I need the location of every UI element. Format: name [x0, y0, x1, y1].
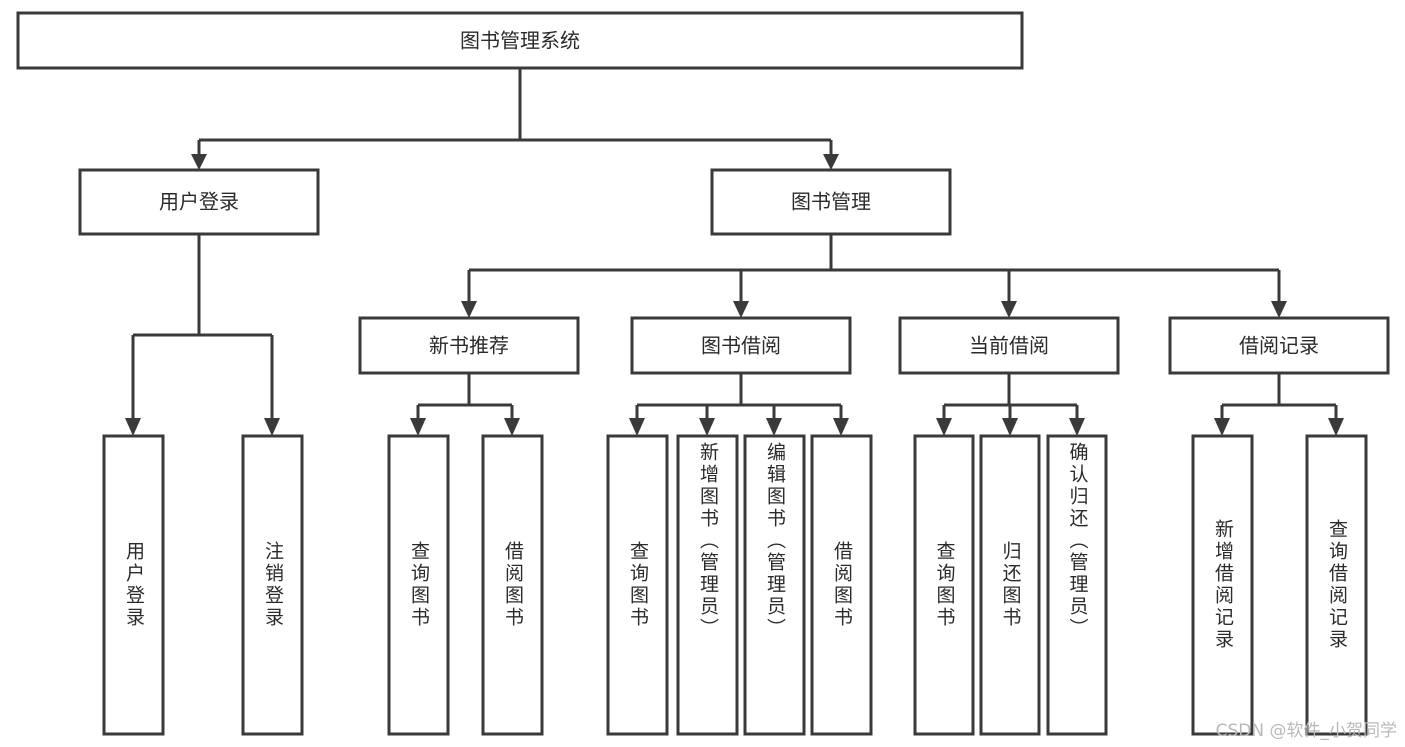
arrowhead-bb-c2: [699, 418, 715, 436]
arrowhead-br-c2: [1328, 418, 1344, 436]
edge-group-root-to-level1: [191, 68, 839, 170]
leaf-rect-cb-1[interactable]: [913, 434, 975, 736]
arrowhead-bb-c1: [629, 418, 645, 436]
leaf-rect-br-1[interactable]: [1191, 434, 1254, 736]
arrowhead-nb-c1: [410, 418, 426, 436]
arrowhead-ul-c2: [264, 418, 280, 436]
node-new-book-recommend-label: 新书推荐: [429, 334, 509, 358]
edge-group-borrow-record-children: [1214, 373, 1344, 436]
edge-group-current-borrow-children: [936, 373, 1085, 436]
node-new-book-recommend[interactable]: 新书推荐: [358, 316, 580, 375]
arrowhead-bb-c3: [766, 418, 782, 436]
node-new-book-recommend-rect[interactable]: [358, 316, 580, 375]
arrowhead-cb-c2: [1002, 418, 1018, 436]
edge-group-book-borrow-children: [629, 373, 849, 436]
leaf-rect-cb-2[interactable]: [979, 434, 1041, 736]
arrowhead-cb-c1: [936, 418, 952, 436]
leaf-rect-bb-4[interactable]: [810, 434, 873, 736]
node-root-label: 图书管理系统: [460, 29, 580, 53]
leaf-rect-bb-2[interactable]: [676, 434, 739, 736]
node-book-borrow-rect[interactable]: [630, 316, 852, 375]
leaf-rect-bb-1[interactable]: [606, 434, 669, 736]
node-current-borrow-label: 当前借阅: [969, 334, 1049, 358]
arrowhead-cb-c3: [1069, 418, 1085, 436]
leaf-rect-ul-1[interactable]: [102, 434, 165, 736]
node-root-rect[interactable]: [16, 11, 1024, 70]
node-borrow-record-rect[interactable]: [1168, 316, 1390, 375]
node-book-borrow[interactable]: 图书借阅: [630, 316, 852, 375]
node-user-login[interactable]: 用户登录: [78, 168, 320, 236]
csdn-watermark: CSDN @软件_小贺同学: [1215, 721, 1397, 741]
node-current-borrow[interactable]: 当前借阅: [898, 316, 1120, 375]
leaf-rect-ul-2[interactable]: [241, 434, 304, 736]
node-current-borrow-rect[interactable]: [898, 316, 1120, 375]
node-book-borrow-label: 图书借阅: [701, 334, 781, 358]
arrowhead-user-login: [191, 154, 207, 170]
node-book-management-label: 图书管理: [791, 190, 871, 214]
node-book-management[interactable]: 图书管理: [710, 168, 952, 236]
edge-group-new-book-children: [410, 373, 520, 436]
node-book-management-rect[interactable]: [710, 168, 952, 236]
leaf-rect-bb-3[interactable]: [743, 434, 806, 736]
node-borrow-record-label: 借阅记录: [1239, 334, 1319, 358]
arrowhead-bm-c2: [733, 301, 749, 318]
arrowhead-br-c1: [1214, 418, 1230, 436]
leaf-rect-nb-1[interactable]: [387, 434, 450, 736]
arrowhead-bm-c4: [1271, 301, 1287, 318]
leaf-rect-group: [102, 434, 1368, 736]
leaf-rect-cb-3[interactable]: [1046, 434, 1108, 736]
arrowhead-nb-c2: [504, 418, 520, 436]
arrowhead-ul-c1: [125, 418, 141, 436]
leaf-rect-nb-2[interactable]: [481, 434, 544, 736]
node-user-login-label: 用户登录: [159, 190, 239, 214]
node-root[interactable]: 图书管理系统: [16, 11, 1024, 70]
node-borrow-record[interactable]: 借阅记录: [1168, 316, 1390, 375]
node-user-login-rect[interactable]: [78, 168, 320, 236]
edge-group-user-login-children: [125, 234, 280, 436]
arrowhead-bm-c3: [1001, 301, 1017, 318]
arrowhead-bb-c4: [833, 418, 849, 436]
arrowhead-bm-c1: [461, 301, 477, 318]
edge-group-book-mgmt-children: [461, 234, 1287, 318]
arrowhead-book-mgmt: [823, 154, 839, 170]
leaf-rect-br-2[interactable]: [1305, 434, 1368, 736]
